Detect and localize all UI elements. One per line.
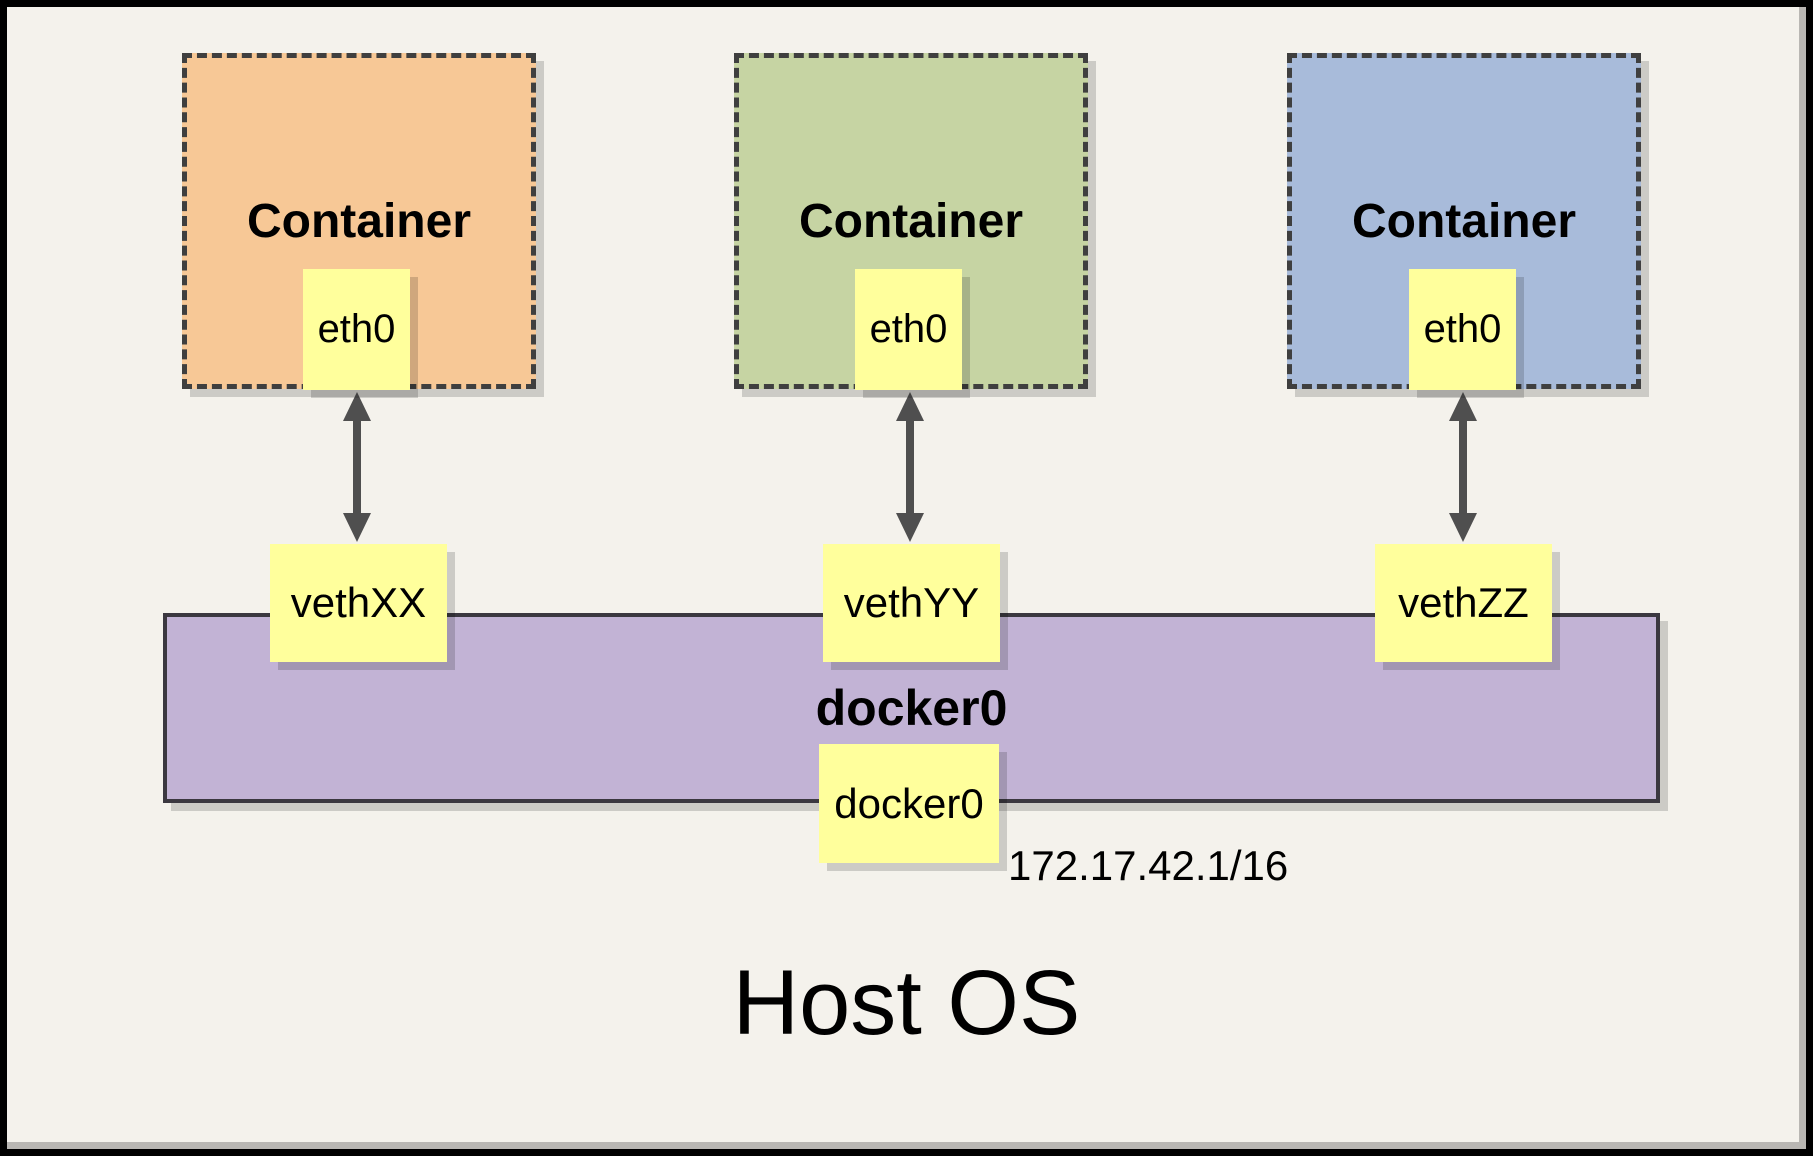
vethzz-label: vethZZ bbox=[1398, 579, 1529, 626]
eth0-box-container-2: eth0 bbox=[855, 269, 962, 390]
eth0-box-container-3: eth0 bbox=[1409, 269, 1516, 390]
docker0-interface-label: docker0 bbox=[834, 780, 984, 827]
host-os-label: Host OS bbox=[732, 952, 1081, 1054]
double-arrow-icon bbox=[1443, 391, 1483, 543]
container-1-title: Container bbox=[246, 195, 471, 248]
eth0-label: eth0 bbox=[1423, 307, 1502, 351]
container-3-title: Container bbox=[1351, 195, 1576, 248]
eth0-label: eth0 bbox=[317, 307, 396, 351]
vethxx-label: vethXX bbox=[290, 579, 427, 626]
double-arrow-icon bbox=[890, 391, 930, 543]
container-2-title: Container bbox=[798, 195, 1023, 248]
vethyy-label: vethYY bbox=[843, 579, 980, 626]
eth0-box-container-1: eth0 bbox=[303, 269, 410, 390]
vethzz-box: vethZZ bbox=[1375, 544, 1552, 662]
vethyy-box: vethYY bbox=[823, 544, 1000, 662]
docker0-ip-address: 172.17.42.1/16 bbox=[1008, 842, 1289, 889]
double-arrow-icon bbox=[337, 391, 377, 543]
vethxx-box: vethXX bbox=[270, 544, 447, 662]
docker0-interface-box: docker0 bbox=[819, 744, 999, 863]
docker0-bridge-title: docker0 bbox=[815, 680, 1008, 736]
eth0-label: eth0 bbox=[869, 307, 948, 351]
